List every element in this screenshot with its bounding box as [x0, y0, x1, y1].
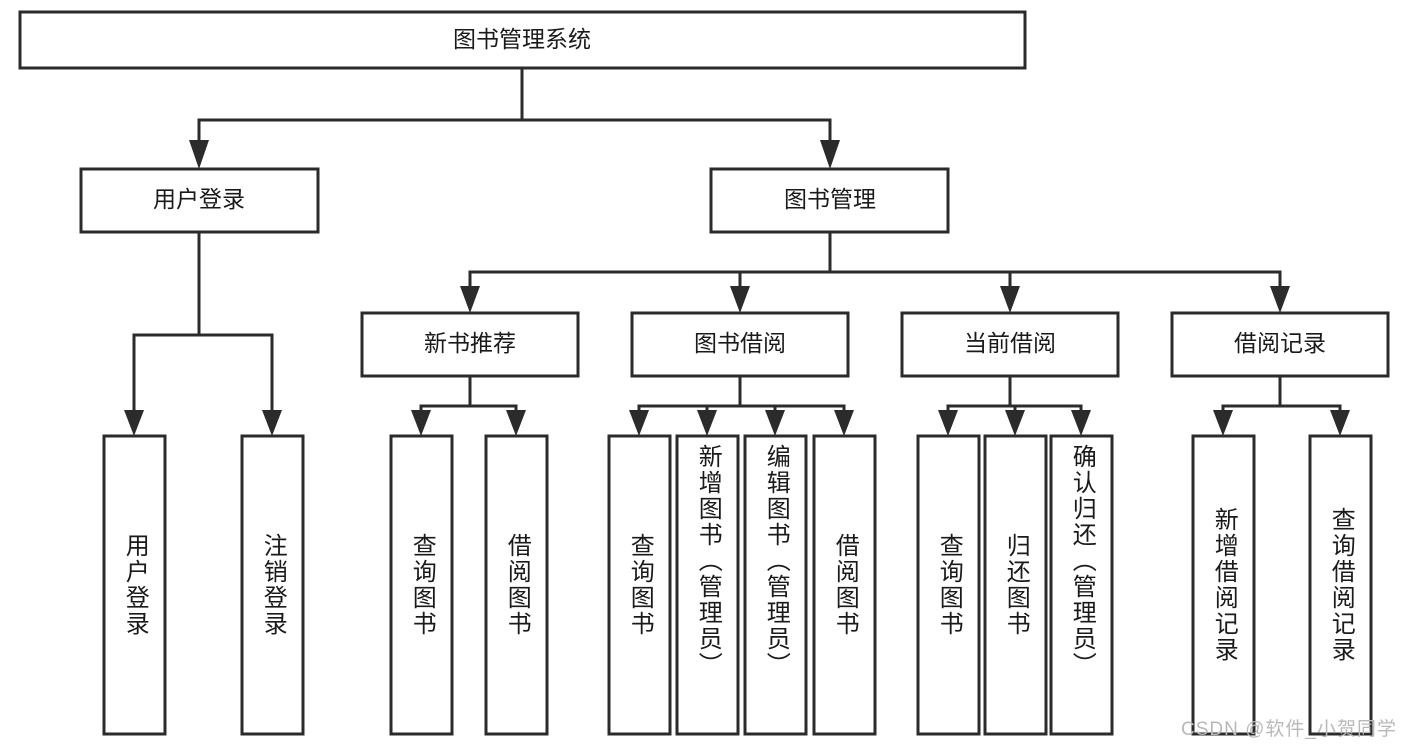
node-book-borrow-box[interactable]	[630, 311, 850, 378]
node-new-book-rec-box[interactable]	[360, 311, 580, 378]
arrowheads-group	[124, 140, 1350, 436]
arrow-head-leaf-5	[629, 410, 649, 436]
arrow-head-leaf-3	[411, 410, 431, 436]
node-leaf-2-box[interactable]	[240, 434, 305, 736]
node-leaf-10-box[interactable]	[983, 434, 1048, 736]
nodes-group: 图书管理系统 用户登录 图书管理 新书推荐 图书借阅 当前借阅 借阅记录	[18, 10, 1390, 736]
arrow-head-leaf-2	[262, 410, 282, 436]
node-book-manage-box[interactable]	[709, 167, 950, 234]
connectors-group	[132, 66, 1342, 412]
arrow-head-leaf-11	[1071, 410, 1091, 436]
node-leaf-4-box[interactable]	[484, 434, 549, 736]
arrow-head-leaf-6	[697, 410, 717, 436]
node-current-borrow-box[interactable]	[900, 311, 1120, 378]
node-leaf-11-box[interactable]	[1049, 434, 1114, 736]
arrow-head-current-borrow	[1000, 286, 1020, 313]
node-borrow-record-box[interactable]	[1170, 311, 1390, 378]
node-root-label: 图书管理系统	[453, 26, 591, 52]
node-leaf-6-box[interactable]	[675, 434, 740, 736]
watermark-label: CSDN @软件_小贺同学	[1181, 719, 1397, 740]
node-leaf-12-box[interactable]	[1191, 434, 1256, 736]
node-borrow-record-label: 借阅记录	[1234, 330, 1326, 356]
node-user-login-box[interactable]	[79, 167, 320, 234]
arrow-head-leaf-1	[124, 410, 144, 436]
node-leaf-3-box[interactable]	[389, 434, 454, 736]
arrow-head-leaf-7	[765, 410, 785, 436]
node-leaf-1-box[interactable]	[102, 434, 167, 736]
arrow-head-borrow-record	[1270, 286, 1290, 313]
arrow-head-leaf-12	[1213, 410, 1233, 436]
arrow-head-new-book-rec	[460, 286, 480, 313]
arrow-head-leaf-4	[506, 410, 526, 436]
node-book-manage-label: 图书管理	[784, 186, 876, 212]
arrow-head-leaf-9	[938, 410, 958, 436]
arrow-head-leaf-10	[1005, 410, 1025, 436]
node-leaf-7-box[interactable]	[743, 434, 808, 736]
node-current-borrow-label: 当前借阅	[964, 330, 1056, 356]
node-new-book-rec-label: 新书推荐	[424, 330, 516, 356]
arrow-head-user-login	[189, 140, 209, 169]
node-leaf-8-box[interactable]	[812, 434, 877, 736]
arrow-head-book-manage	[820, 140, 840, 169]
node-leaf-5-box[interactable]	[607, 434, 672, 736]
arrow-head-leaf-8	[834, 410, 854, 436]
node-root-box[interactable]	[18, 10, 1027, 70]
arrow-head-leaf-13	[1330, 410, 1350, 436]
arrow-head-book-borrow	[730, 286, 750, 313]
node-leaf-9-box[interactable]	[916, 434, 981, 736]
node-user-login-label: 用户登录	[153, 186, 245, 212]
node-leaf-13-box[interactable]	[1308, 434, 1373, 736]
node-book-borrow-label: 图书借阅	[694, 330, 786, 356]
